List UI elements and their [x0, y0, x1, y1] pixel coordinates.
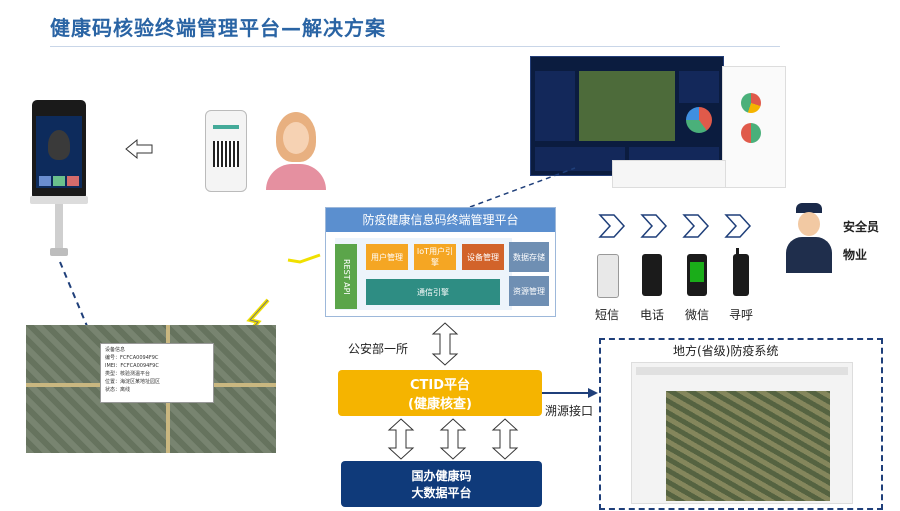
title-divider: [50, 46, 780, 47]
module-communication-engine: 通信引擎: [366, 279, 500, 305]
local-system-title: 地方(省级)防疫系统: [673, 344, 779, 358]
module-device-management: 设备管理: [462, 244, 504, 270]
ctid-platform-box: CTID平台 (健康核查): [338, 370, 542, 416]
double-arrow-icon: [491, 418, 519, 460]
call-phone-icon: [642, 254, 662, 296]
double-arrow-icon: [387, 418, 415, 460]
verification-terminal: [28, 100, 92, 260]
police-label: 公安部一所: [348, 342, 409, 356]
double-arrow-icon: [431, 322, 459, 366]
national-subtitle: 大数据平台: [411, 486, 472, 500]
trace-interface-label: 溯源接口: [545, 404, 594, 418]
security-label: 安全员: [843, 220, 880, 234]
ctid-title: CTID平台: [409, 378, 471, 393]
device-label-sms: 短信: [594, 308, 619, 322]
dashboard-screenshot: [530, 56, 724, 176]
map-screenshot: 设备信息 编号：FCFCA0094F9C IMEI：FCFCA0094F9C 类…: [26, 325, 276, 453]
top-band: [0, 0, 900, 4]
table-screenshot: [612, 160, 726, 188]
module-user-management: 用户管理: [366, 244, 408, 270]
report-screenshot: [722, 66, 786, 188]
module-iot-engine: IoT用户引擎: [414, 244, 456, 270]
module-resource-management: 资源管理: [509, 276, 549, 306]
chevron-arrows: [598, 214, 752, 238]
device-label-wechat: 微信: [684, 308, 709, 322]
local-system-box: 地方(省级)防疫系统: [599, 338, 883, 510]
module-data-storage: 数据存储: [509, 242, 549, 272]
map-popup: 设备信息 编号：FCFCA0094F9C IMEI：FCFCA0094F9C 类…: [100, 343, 214, 403]
pager-radio-icon: [733, 248, 749, 296]
national-platform-box: 国办健康码 大数据平台: [341, 461, 542, 507]
rest-api-block: REST API: [335, 244, 357, 309]
management-platform-box: 防疫健康信息码终端管理平台 REST API 用户管理 IoT用户引擎 设备管理…: [325, 207, 556, 317]
user-avatar: [262, 108, 330, 190]
arrow-left-icon: [125, 138, 153, 160]
device-label-call: 电话: [639, 308, 664, 322]
device-label-pager: 寻呼: [728, 308, 753, 322]
security-guard-avatar: [784, 203, 834, 273]
phone-qr-image: [205, 110, 247, 192]
double-arrow-icon: [439, 418, 467, 460]
sms-phone-icon: [597, 254, 619, 298]
property-label: 物业: [843, 248, 868, 262]
local-system-screenshot: [631, 362, 853, 504]
wechat-phone-icon: [687, 254, 707, 296]
page-title: 健康码核验终端管理平台—解决方案: [50, 16, 386, 40]
national-title: 国办健康码: [411, 469, 472, 483]
management-platform-title: 防疫健康信息码终端管理平台: [326, 208, 555, 232]
ctid-subtitle: (健康核查): [408, 397, 472, 412]
